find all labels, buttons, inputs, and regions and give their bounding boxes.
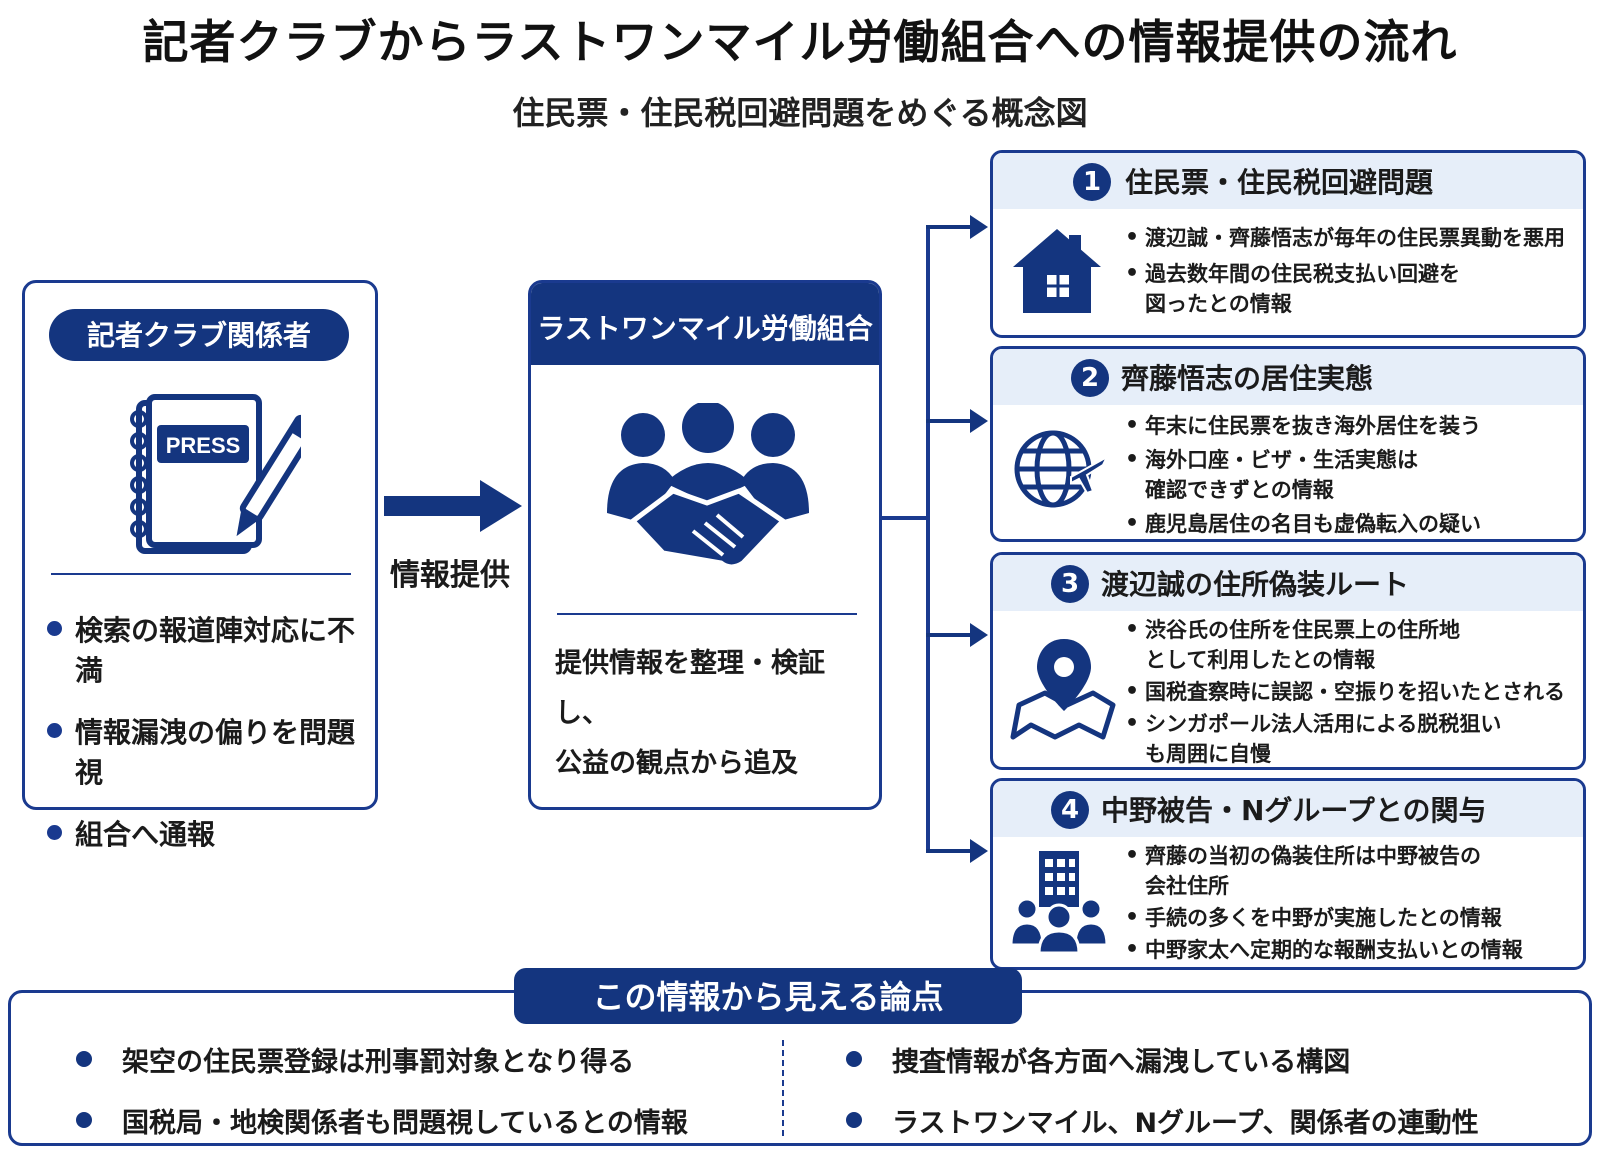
section-1-title: 住民票・住民税回避問題 <box>1125 166 1434 199</box>
union-description: 提供情報を整理・検証し、 公益の観点から追及 <box>555 639 855 789</box>
list-item: シンガポール法人活用による脱税狙い も周囲に自慢 <box>1123 709 1583 767</box>
map-pin-icon <box>1010 639 1116 740</box>
section-3-number: 3 <box>1051 565 1089 603</box>
list-item: 齊藤の当初の偽装住所は中野被告の 会社住所 <box>1123 841 1583 901</box>
section-2-title: 齊藤悟志の居住実態 <box>1121 362 1374 395</box>
section-1-box: 1 住民票・住民税回避問題 渡辺誠・齊藤悟志が毎年の住民票異動を悪用 過去数年間… <box>990 150 1586 338</box>
section-2-number: 2 <box>1071 359 1109 397</box>
press-club-box: 記者クラブ関係者 PRESS 検索の報道陣対応に不満 情報漏洩の偏りを問題視 組… <box>22 280 378 851</box>
arrow-to-section-2 <box>926 409 988 433</box>
section-2-box: 2 齊藤悟志の居住実態 年末に住民票を抜き海外居住を装う 海外口座・ビザ・生活実… <box>990 346 1586 542</box>
union-box: ラストワンマイル労働組合 提供情報を整理・検証し、 公益の観点から追及 <box>528 280 882 810</box>
press-club-list: 検索の報道陣対応に不満 情報漏洩の偏りを問題視 組合へ通報 <box>47 609 375 875</box>
arrow-label: 情報提供 <box>390 558 510 593</box>
list-item: 手続の多くを中野が実施したとの情報 <box>1123 903 1583 933</box>
arrow-to-section-4 <box>926 839 988 863</box>
union-description-line: 公益の観点から追及 <box>555 748 798 779</box>
section-1-header: 1 住民票・住民税回避問題 <box>993 153 1583 209</box>
issues-right-list: 捜査情報が各方面へ漏洩している構図 ラストワンマイル、Nグループ、関係者の連動性 <box>846 1040 1479 1162</box>
list-item: 年末に住民票を抜き海外居住を装う <box>1123 411 1583 441</box>
list-item: 渋谷氏の住所を住民票上の住所地 として利用したとの情報 <box>1123 615 1583 675</box>
section-3-box: 3 渡辺誠の住所偽装ルート 渋谷氏の住所を住民票上の住所地 として利用したとの情… <box>990 552 1586 770</box>
list-item: 架空の住民票登録は刑事罰対象となり得る <box>76 1040 688 1079</box>
list-item: 捜査情報が各方面へ漏洩している構図 <box>846 1040 1479 1079</box>
section-1-list: 渡辺誠・齊藤悟志が毎年の住民票異動を悪用 過去数年間の住民税支払い回避を 図った… <box>1123 223 1583 319</box>
section-3-title: 渡辺誠の住所偽装ルート <box>1101 568 1410 601</box>
section-4-header: 4 中野被告・Nグループとの関与 <box>993 781 1583 837</box>
union-label: ラストワンマイル労働組合 <box>531 283 879 365</box>
list-item: 過去数年間の住民税支払い回避を 図ったとの情報 <box>1123 259 1583 319</box>
connector-vertical <box>926 226 930 850</box>
list-item: 検索の報道陣対応に不満 <box>47 609 375 689</box>
press-club-label: 記者クラブ関係者 <box>49 309 349 361</box>
list-item: 情報漏洩の偏りを問題視 <box>47 711 375 791</box>
arrow-to-section-3 <box>926 623 988 647</box>
section-3-list: 渋谷氏の住所を住民票上の住所地 として利用したとの情報 国税査察時に誤認・空振り… <box>1123 615 1583 767</box>
list-item: 海外口座・ビザ・生活実態は 確認できずとの情報 <box>1123 445 1583 505</box>
section-2-header: 2 齊藤悟志の居住実態 <box>993 349 1583 405</box>
center-divider <box>557 613 857 615</box>
union-description-line: 提供情報を整理・検証し、 <box>555 648 825 729</box>
section-4-number: 4 <box>1051 791 1089 829</box>
issues-left-list: 架空の住民票登録は刑事罰対象となり得る 国税局・地検関係者も問題視しているとの情… <box>76 1040 688 1162</box>
building-people-icon <box>1009 851 1109 955</box>
list-item: 中野家太へ定期的な報酬支払いとの情報 <box>1123 935 1583 965</box>
list-item: 組合へ通報 <box>47 813 375 853</box>
page-title: 記者クラブからラストワンマイル労働組合への情報提供の流れ <box>142 15 1458 69</box>
handshake-people-icon <box>607 403 809 570</box>
section-1-number: 1 <box>1073 163 1111 201</box>
issues-label: この情報から見える論点 <box>514 968 1022 1024</box>
arrow-to-section-1 <box>926 215 988 239</box>
section-4-box: 4 中野被告・Nグループとの関与 齊藤の当初の偽装住所は中野被告の 会社住所 手… <box>990 778 1586 970</box>
list-item: 国税局・地検関係者も問題視しているとの情報 <box>76 1101 688 1140</box>
list-item: ラストワンマイル、Nグループ、関係者の連動性 <box>846 1101 1479 1140</box>
press-text: PRESS <box>166 433 241 458</box>
right-arrow-icon <box>384 480 522 532</box>
press-notebook-icon: PRESS <box>130 394 301 554</box>
section-3-header: 3 渡辺誠の住所偽装ルート <box>993 555 1583 611</box>
globe-plane-icon <box>1014 430 1109 508</box>
connector-trunk <box>882 516 928 520</box>
list-item: 鹿児島居住の名目も虚偽転入の疑い <box>1123 509 1583 539</box>
section-4-list: 齊藤の当初の偽装住所は中野被告の 会社住所 手続の多くを中野が実施したとの情報 … <box>1123 841 1583 965</box>
issues-divider <box>782 1040 784 1136</box>
left-divider <box>51 573 351 575</box>
house-icon <box>1013 229 1101 313</box>
list-item: 国税査察時に誤認・空振りを招いたとされる <box>1123 677 1583 707</box>
list-item: 渡辺誠・齊藤悟志が毎年の住民票異動を悪用 <box>1123 223 1583 253</box>
section-4-title: 中野被告・Nグループとの関与 <box>1101 794 1487 827</box>
page-subtitle: 住民票・住民税回避問題をめぐる概念図 <box>512 94 1088 132</box>
section-2-list: 年末に住民票を抜き海外居住を装う 海外口座・ビザ・生活実態は 確認できずとの情報… <box>1123 411 1583 539</box>
